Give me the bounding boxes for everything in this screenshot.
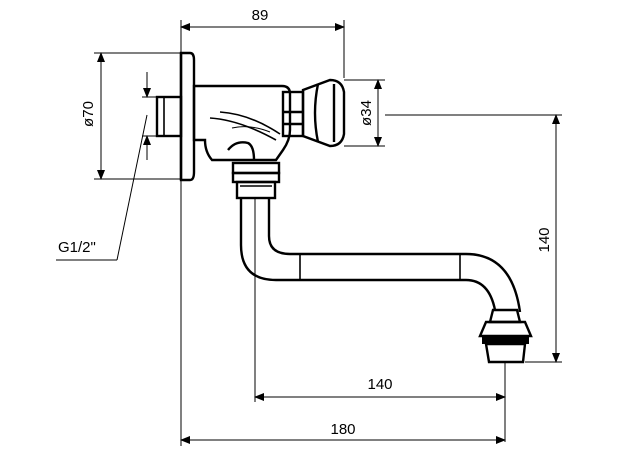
dimension-thread-label: G1/2": [58, 239, 96, 256]
dimension-89-label: 89: [252, 7, 269, 24]
dimension-thread: G1/2": [56, 72, 157, 261]
dimension-140-vertical: 140: [385, 114, 562, 363]
dimension-d70-label: ø70: [80, 101, 97, 127]
dimension-180: 180: [180, 180, 506, 446]
aerator: [478, 308, 533, 364]
inlet-thread: [155, 95, 183, 138]
dimension-140-horizontal-label: 140: [367, 376, 392, 393]
push-button: [281, 78, 346, 148]
dimension-140-vertical-label: 140: [536, 227, 553, 252]
valve-body: [192, 84, 292, 162]
wall-flange: [179, 51, 196, 182]
dimension-d34: ø34: [344, 79, 385, 147]
dimension-d34-label: ø34: [358, 100, 375, 126]
spout-tube: [239, 198, 522, 313]
dimension-d70: ø70: [80, 52, 181, 180]
dimension-140-horizontal: 140: [254, 198, 506, 442]
dimension-89: 89: [180, 7, 345, 78]
spout-nut: [231, 161, 281, 200]
dimension-180-label: 180: [330, 421, 355, 438]
